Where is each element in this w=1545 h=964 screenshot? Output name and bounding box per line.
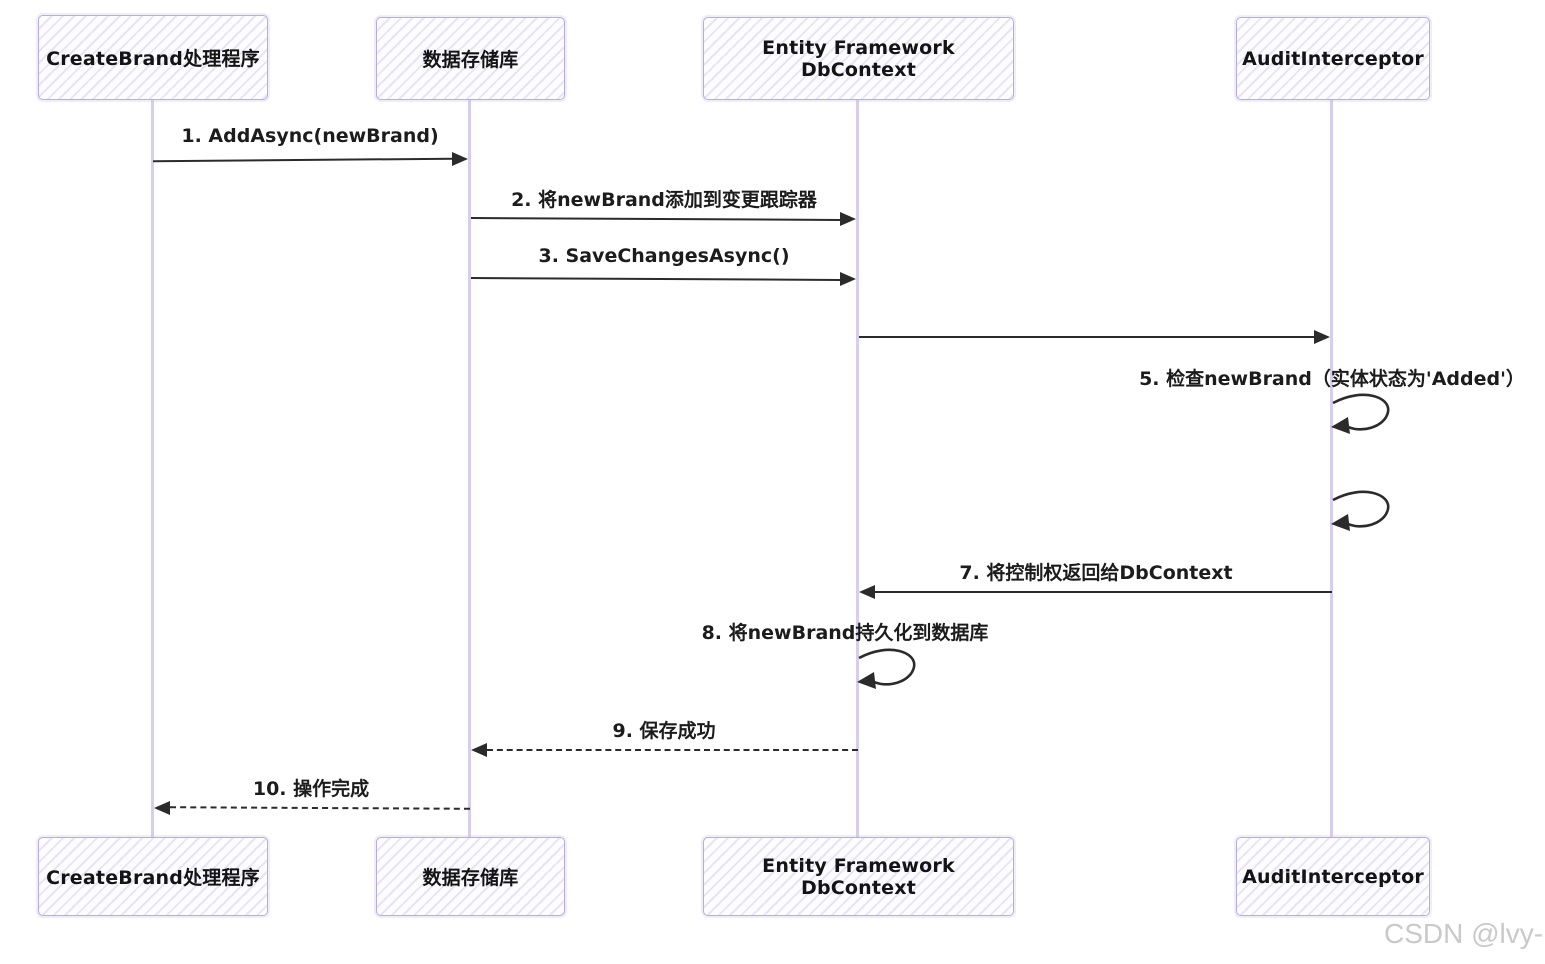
message-9-label: 9. 保存成功 [612, 720, 716, 742]
lifeline-repository [468, 100, 471, 837]
message-2-label: 2. 将newBrand添加到变更跟踪器 [511, 189, 817, 211]
message-6-self-loop-arrow [1331, 490, 1390, 531]
lifeline-audit-interceptor [1330, 100, 1333, 837]
participant-top-audit-interceptor: AuditInterceptor [1236, 17, 1430, 100]
message-2-arrowhead-icon [840, 212, 856, 226]
message-3-arrowhead-icon [840, 272, 856, 286]
message-9-arrow [487, 749, 858, 751]
message-5-label: 5. 检查newBrand（实体状态为'Added'） [1139, 368, 1525, 390]
message-7-arrow [875, 591, 1332, 593]
participant-bottom-audit-interceptor: AuditInterceptor [1236, 837, 1430, 916]
message-4-arrowhead-icon [1314, 330, 1330, 344]
message-7-arrowhead-icon [859, 585, 875, 599]
message-10-arrow [169, 806, 471, 810]
message-8-self-loop-arrow [857, 648, 916, 689]
participant-top-createbrand-handler: CreateBrand处理程序 [38, 15, 268, 100]
participant-bottom-createbrand-handler: CreateBrand处理程序 [38, 837, 268, 916]
lifeline-ef-dbcontext [856, 100, 859, 837]
participant-top-repository: 数据存储库 [376, 17, 565, 100]
participant-top-ef-dbcontext: Entity Framework DbContext [703, 17, 1014, 100]
message-7-label: 7. 将控制权返回给DbContext [959, 562, 1233, 584]
message-3-arrow [470, 277, 842, 281]
participant-bottom-ef-dbcontext: Entity Framework DbContext [703, 837, 1014, 916]
message-5-self-loop-arrow [1331, 393, 1390, 434]
message-8-label: 8. 将newBrand持久化到数据库 [701, 622, 989, 644]
csdn-watermark: CSDN @lvy- [1384, 918, 1544, 949]
message-9-arrowhead-icon [471, 743, 487, 757]
message-4-arrow [859, 336, 1315, 338]
message-1-label: 1. AddAsync(newBrand) [181, 125, 439, 147]
participant-bottom-repository: 数据存储库 [376, 837, 565, 916]
lifeline-createbrand-handler [151, 100, 154, 837]
message-1-arrowhead-icon [452, 152, 468, 166]
message-10-arrowhead-icon [154, 801, 170, 815]
message-10-label: 10. 操作完成 [252, 778, 370, 800]
message-3-label: 3. SaveChangesAsync() [538, 245, 790, 267]
message-2-arrow [470, 217, 842, 221]
message-1-arrow [152, 157, 454, 163]
